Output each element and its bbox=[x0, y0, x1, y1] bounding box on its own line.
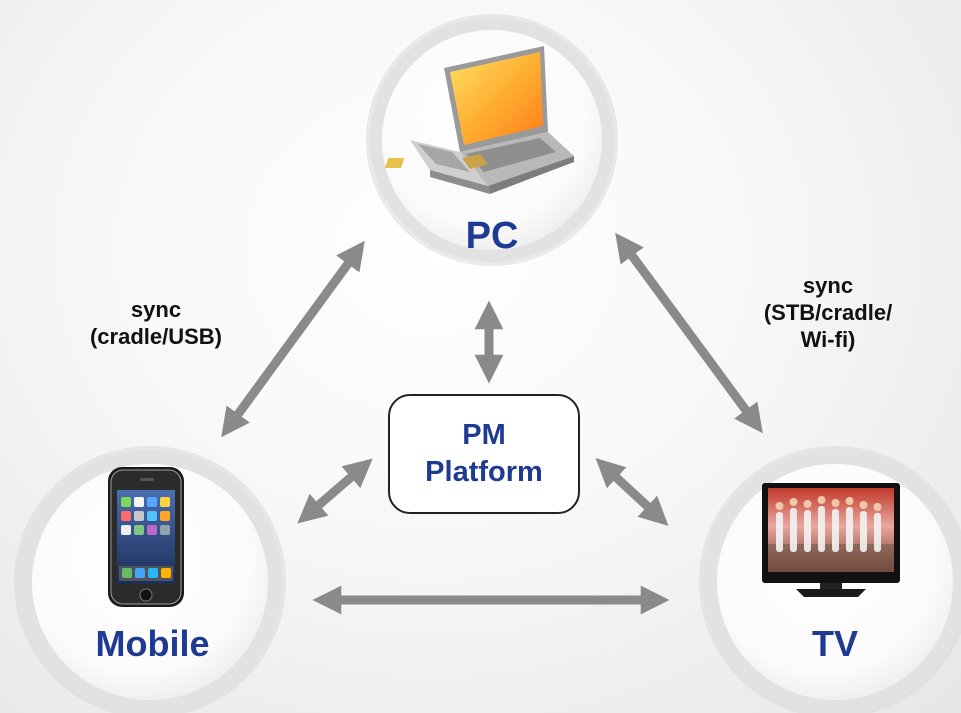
mobile-label: Mobile bbox=[95, 623, 210, 664]
edge-label-pc-mobile-line2: (cradle/USB) bbox=[89, 324, 223, 349]
smartphone-icon bbox=[108, 467, 184, 607]
pc-label: PC bbox=[465, 215, 519, 257]
edge-label-pc-mobile-line1: sync bbox=[130, 297, 182, 322]
edge-label-pc-tv-line2: (STB/cradle/ bbox=[763, 300, 893, 325]
pm-platform-box: PM Platform bbox=[388, 394, 580, 514]
edge-label-pc-tv-line3: Wi-fi) bbox=[800, 327, 856, 352]
tv-label: TV bbox=[811, 623, 858, 664]
arrow-pc-mobile bbox=[221, 240, 365, 438]
arrow-pc-tv bbox=[615, 232, 763, 434]
edge-label-pc-mobile: sync (cradle/USB) bbox=[46, 296, 266, 350]
laptop-icon bbox=[384, 46, 574, 194]
edge-label-pc-tv: sync (STB/cradle/ Wi-fi) bbox=[718, 272, 938, 353]
edge-label-pc-tv-line1: sync bbox=[802, 273, 854, 298]
television-icon bbox=[762, 483, 900, 597]
pm-platform-line2: Platform bbox=[425, 456, 543, 488]
arrow-hub-mobile bbox=[297, 458, 373, 524]
pm-platform-line1: PM bbox=[462, 419, 506, 451]
arrow-hub-tv bbox=[595, 458, 669, 526]
